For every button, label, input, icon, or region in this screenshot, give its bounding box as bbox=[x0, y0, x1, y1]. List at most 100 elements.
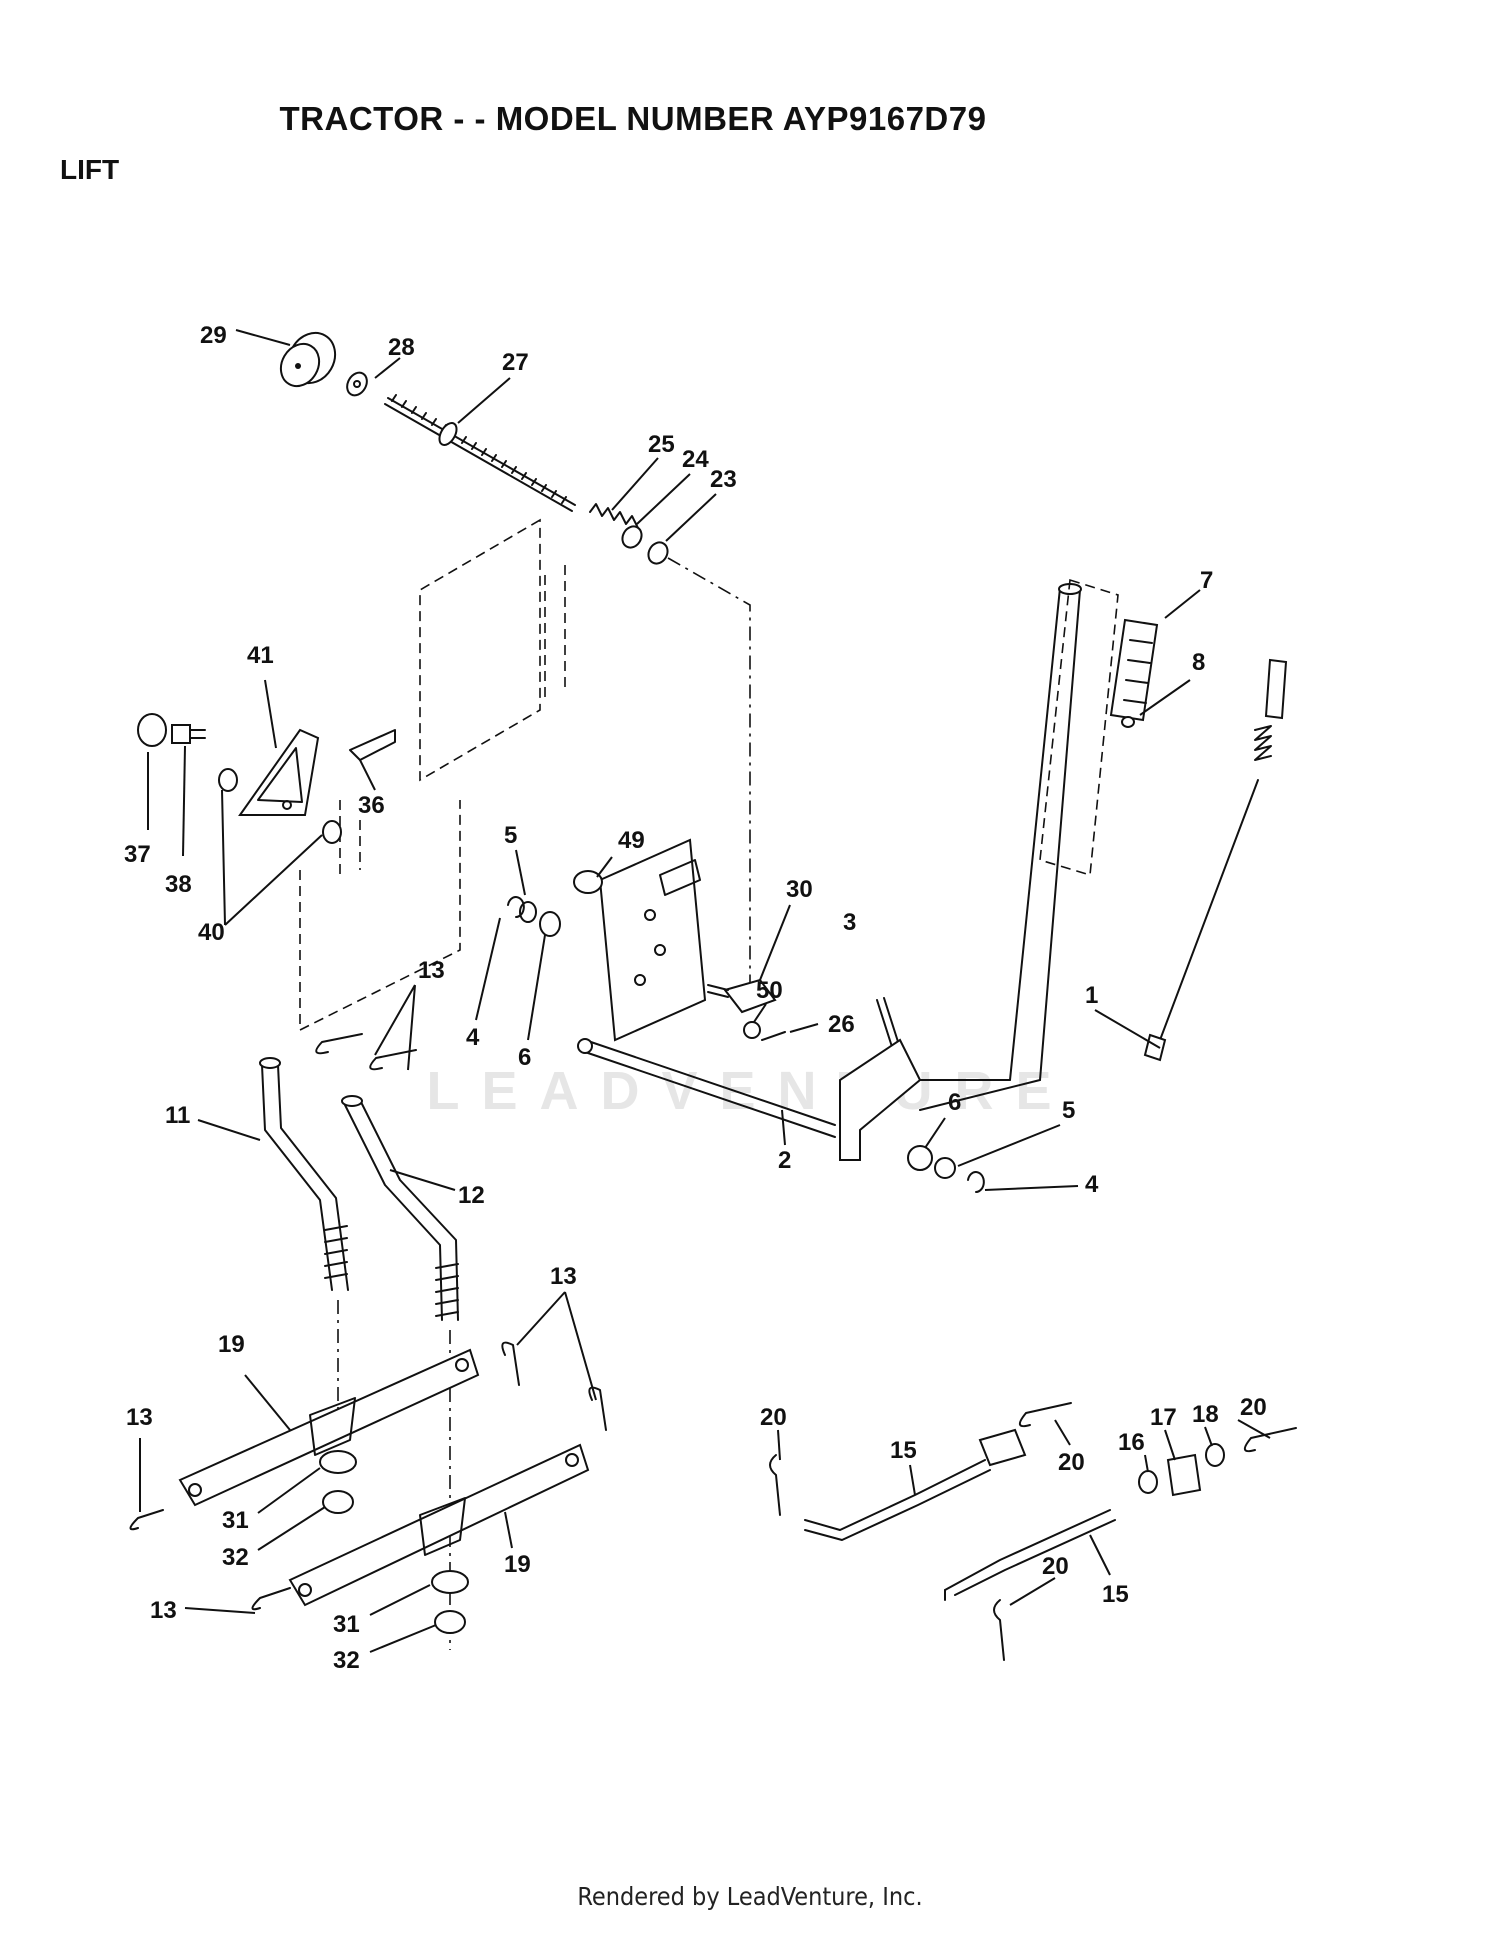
bushing-31-lower bbox=[431, 1570, 469, 1594]
callout-7: 7 bbox=[1200, 567, 1213, 594]
callout-38: 38 bbox=[165, 871, 192, 898]
rod-15-lower bbox=[944, 1509, 1116, 1601]
nut-32-upper bbox=[322, 1490, 354, 1514]
thread-11 bbox=[324, 1225, 348, 1279]
rod-1 bbox=[1143, 658, 1288, 1062]
clip-13-b bbox=[369, 1049, 417, 1071]
callout-20-c: 20 bbox=[1240, 1394, 1267, 1421]
washer-16 bbox=[1138, 1470, 1158, 1494]
callout-50: 50 bbox=[756, 977, 783, 1004]
shaft-2 bbox=[577, 1038, 836, 1138]
callout-19: 19 bbox=[218, 1331, 245, 1358]
callout-6: 6 bbox=[518, 1044, 531, 1071]
spring-25 bbox=[589, 503, 639, 529]
callout-3: 3 bbox=[843, 909, 856, 936]
callout-13: 13 bbox=[418, 957, 445, 984]
callout-8: 8 bbox=[1192, 649, 1205, 676]
clip-13-e bbox=[129, 1509, 164, 1531]
callout-20-d: 20 bbox=[1042, 1553, 1069, 1580]
clip-13-f bbox=[251, 1587, 291, 1611]
callout-4-right: 4 bbox=[1085, 1171, 1099, 1198]
callout-13-bottom: 13 bbox=[150, 1597, 177, 1624]
callout-31-lower: 31 bbox=[333, 1611, 360, 1638]
callout-32-lower: 32 bbox=[333, 1647, 360, 1674]
callout-26: 26 bbox=[828, 1011, 855, 1038]
callout-13-mid: 13 bbox=[550, 1263, 577, 1290]
trunnion-30 bbox=[707, 978, 777, 1014]
leader-lines bbox=[139, 329, 1271, 1653]
arm-19-upper bbox=[178, 1348, 480, 1507]
callout-32: 32 bbox=[222, 1544, 249, 1571]
clip-13-a bbox=[315, 1033, 363, 1055]
block-17 bbox=[1166, 1453, 1202, 1497]
washer-24 bbox=[621, 525, 643, 549]
callout-17: 17 bbox=[1150, 1404, 1177, 1431]
callout-27: 27 bbox=[502, 349, 529, 376]
callout-30: 30 bbox=[786, 876, 813, 903]
handle-41 bbox=[238, 728, 320, 816]
bushing-31-upper bbox=[319, 1450, 357, 1474]
callout-28: 28 bbox=[388, 334, 415, 361]
callout-29: 29 bbox=[200, 322, 227, 349]
screw-26 bbox=[761, 1031, 786, 1041]
bushing-6 bbox=[539, 911, 561, 937]
lockwasher-50 bbox=[743, 1021, 761, 1039]
callout-5: 5 bbox=[504, 822, 517, 849]
callout-4: 4 bbox=[466, 1024, 480, 1051]
nut-23 bbox=[647, 541, 669, 565]
callout-15-lower: 15 bbox=[1102, 1581, 1129, 1608]
nut-18 bbox=[1205, 1443, 1225, 1467]
bushing-6-right bbox=[907, 1145, 933, 1171]
callout-18: 18 bbox=[1192, 1401, 1219, 1428]
ring-37 bbox=[137, 713, 167, 747]
clip-13-d bbox=[588, 1386, 607, 1431]
clip-13-c bbox=[501, 1341, 520, 1386]
callout-25: 25 bbox=[648, 431, 675, 458]
link-12 bbox=[341, 1095, 459, 1321]
link-11 bbox=[259, 1057, 349, 1291]
callout-2: 2 bbox=[778, 1147, 791, 1174]
knob-29 bbox=[279, 331, 337, 388]
section-label: LIFT bbox=[60, 154, 120, 185]
rod-15-upper bbox=[804, 1428, 1027, 1541]
callout-1: 1 bbox=[1085, 982, 1098, 1009]
nut-32-lower bbox=[434, 1610, 466, 1634]
footer-credit: Rendered by LeadVenture, Inc. bbox=[577, 1882, 923, 1911]
plate-49 bbox=[598, 838, 707, 1042]
callout-40: 40 bbox=[198, 919, 225, 946]
callout-12: 12 bbox=[458, 1182, 485, 1209]
washer-49 bbox=[573, 870, 603, 894]
clip-4 bbox=[507, 896, 525, 918]
clip-4-right bbox=[967, 1171, 985, 1193]
callout-36: 36 bbox=[358, 792, 385, 819]
lift-lever bbox=[839, 583, 1082, 1161]
callout-20-a: 20 bbox=[760, 1404, 787, 1431]
clip-20-d bbox=[993, 1599, 1005, 1661]
callout-11: 11 bbox=[165, 1102, 190, 1129]
clip-20-c bbox=[1244, 1427, 1297, 1453]
frame-outline bbox=[299, 518, 566, 1032]
cap-8 bbox=[1121, 716, 1135, 728]
callout-6-right: 6 bbox=[948, 1089, 961, 1116]
callout-49: 49 bbox=[618, 827, 645, 854]
washer-40b bbox=[322, 820, 342, 844]
page-title: TRACTOR - - MODEL NUMBER AYP9167D79 bbox=[279, 100, 987, 137]
clip-20-b bbox=[1019, 1402, 1072, 1428]
callout-labels: 29 28 27 25 24 23 7 8 41 37 38 36 40 5 4… bbox=[124, 322, 1267, 1674]
threaded-rod-27 bbox=[384, 394, 576, 512]
callout-31: 31 bbox=[222, 1507, 249, 1534]
arm-19-lower bbox=[288, 1443, 590, 1607]
callout-5-right: 5 bbox=[1062, 1097, 1075, 1124]
callout-19-lower: 19 bbox=[504, 1551, 531, 1578]
callout-15-upper: 15 bbox=[890, 1437, 917, 1464]
clip-20-a bbox=[769, 1454, 781, 1516]
grip-7 bbox=[1109, 618, 1159, 722]
watermark: LEADVENTURE bbox=[426, 1061, 1074, 1121]
callout-13-left: 13 bbox=[126, 1404, 153, 1431]
washer-40 bbox=[218, 768, 238, 792]
callout-16: 16 bbox=[1118, 1429, 1145, 1456]
bracket-36 bbox=[349, 729, 396, 761]
washer-5-right bbox=[934, 1157, 956, 1179]
callout-41: 41 bbox=[247, 642, 274, 669]
